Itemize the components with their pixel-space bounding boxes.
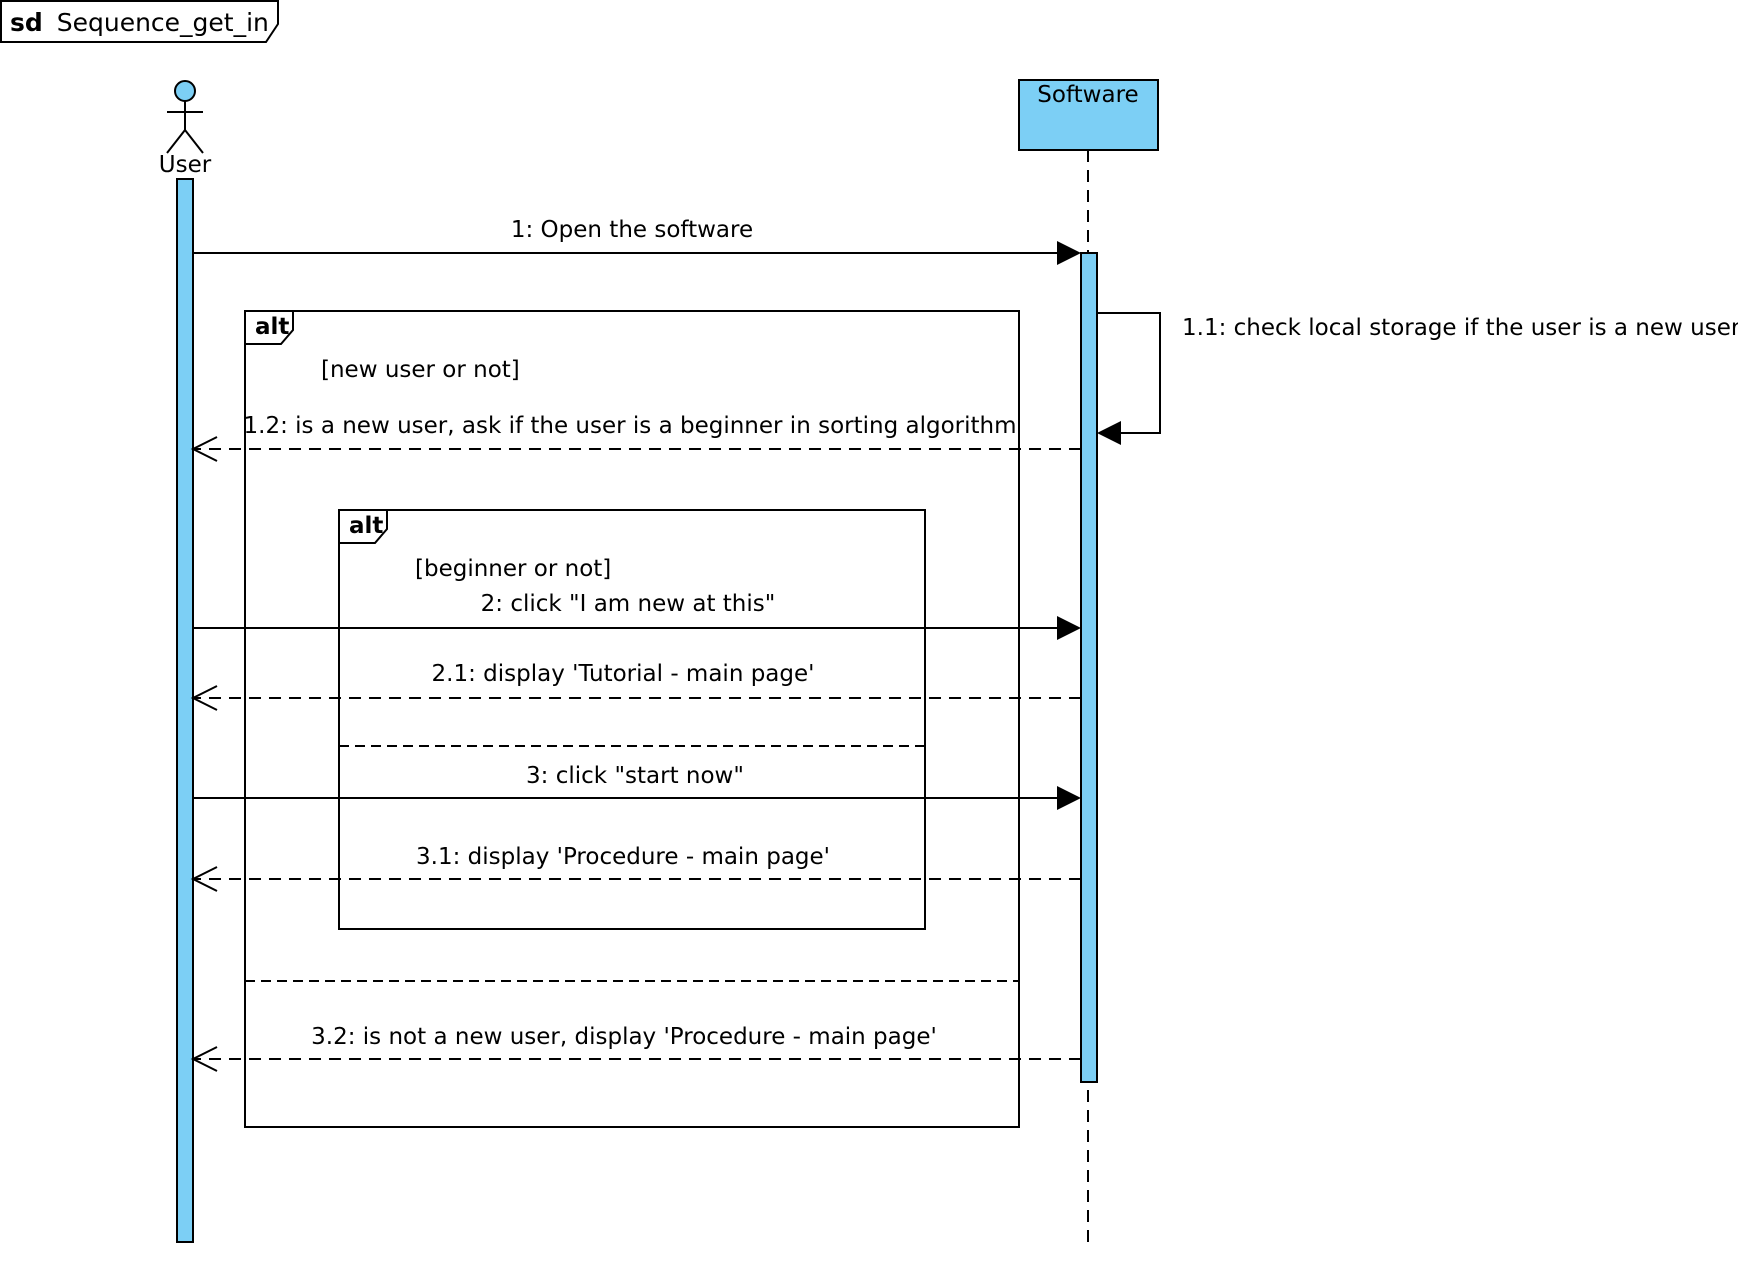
outer-alt-operator: alt: [255, 314, 289, 340]
filled-arrowhead-icon: [1057, 616, 1081, 640]
user-activation-bar: [176, 178, 194, 1243]
inner-alt-operator: alt: [349, 513, 383, 539]
message-1-label: 1: Open the software: [511, 217, 753, 243]
message-1-1-label: 1.1: check local storage if the user is …: [1182, 315, 1738, 341]
filled-arrowhead-icon: [1097, 421, 1121, 445]
frame-name: Sequence_get_in: [57, 8, 269, 37]
software-label: Software: [1037, 82, 1138, 108]
message-1[interactable]: 1: Open the software: [193, 217, 1081, 265]
open-arrowhead-icon: [190, 436, 218, 462]
frame-title-tab: sd Sequence_get_in: [0, 0, 279, 43]
user-label: User: [159, 152, 212, 178]
message-3-label: 3: click "start now": [526, 763, 744, 789]
message-3-2[interactable]: 3.2: is not a new user, display 'Procedu…: [190, 1024, 1081, 1072]
software-activation-bar: [1080, 252, 1098, 1083]
outer-alt-guard: [new user or not]: [321, 357, 520, 383]
software-box: [1018, 79, 1159, 151]
message-2-label: 2: click "I am new at this": [481, 591, 776, 617]
message-2[interactable]: 2: click "I am new at this": [193, 591, 1081, 640]
message-3[interactable]: 3: click "start now": [193, 763, 1081, 810]
message-1-2-label: 1.2: is a new user, ask if the user is a…: [244, 413, 1017, 439]
user-actor[interactable]: User: [159, 80, 212, 178]
message-2-1[interactable]: 2.1: display 'Tutorial - main page': [190, 661, 1081, 711]
inner-alt-guard: [beginner or not]: [415, 556, 611, 582]
open-arrowhead-icon: [190, 1046, 218, 1072]
filled-arrowhead-icon: [1057, 786, 1081, 810]
message-2-1-label: 2.1: display 'Tutorial - main page': [432, 661, 815, 687]
user-stick-figure-icon: [166, 80, 204, 154]
outer-alt-fragment: alt [new user or not]: [244, 310, 1020, 1128]
message-3-1[interactable]: 3.1: display 'Procedure - main page': [190, 844, 1081, 892]
filled-arrowhead-icon: [1057, 241, 1081, 265]
open-arrowhead-icon: [190, 866, 218, 892]
software-participant[interactable]: Software: [1018, 79, 1159, 151]
frame-keyword: sd: [10, 8, 43, 37]
message-1-2[interactable]: 1.2: is a new user, ask if the user is a…: [190, 413, 1081, 462]
inner-alt-fragment: alt [beginner or not]: [338, 509, 926, 930]
message-3-2-label: 3.2: is not a new user, display 'Procedu…: [311, 1024, 937, 1050]
message-1-1[interactable]: 1.1: check local storage if the user is …: [1097, 312, 1738, 445]
message-3-1-label: 3.1: display 'Procedure - main page': [416, 844, 830, 870]
open-arrowhead-icon: [190, 685, 218, 711]
svg-text:sd Sequence_get_in: sd Sequence_get_in: [10, 8, 269, 37]
